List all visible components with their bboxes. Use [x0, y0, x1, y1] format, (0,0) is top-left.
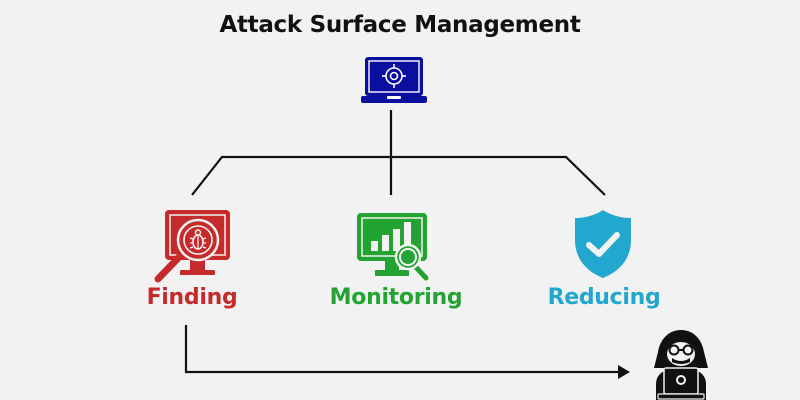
flow-arrow-head — [618, 365, 630, 379]
flow-arrow-line — [184, 325, 620, 374]
laptop-target-icon — [361, 57, 427, 103]
shield-check-icon — [575, 210, 631, 278]
monitor-bug-search-icon — [154, 210, 230, 283]
monitor-chart-search-icon — [357, 213, 429, 281]
diagram-title: Attack Surface Management — [219, 12, 581, 38]
hacker-laptop-icon — [654, 330, 708, 400]
branch-bar-line — [191, 155, 606, 196]
branch-label-reducing: Reducing — [547, 285, 661, 310]
branch-label-monitoring: Monitoring — [329, 285, 463, 310]
branch-label-finding: Finding — [146, 285, 238, 310]
